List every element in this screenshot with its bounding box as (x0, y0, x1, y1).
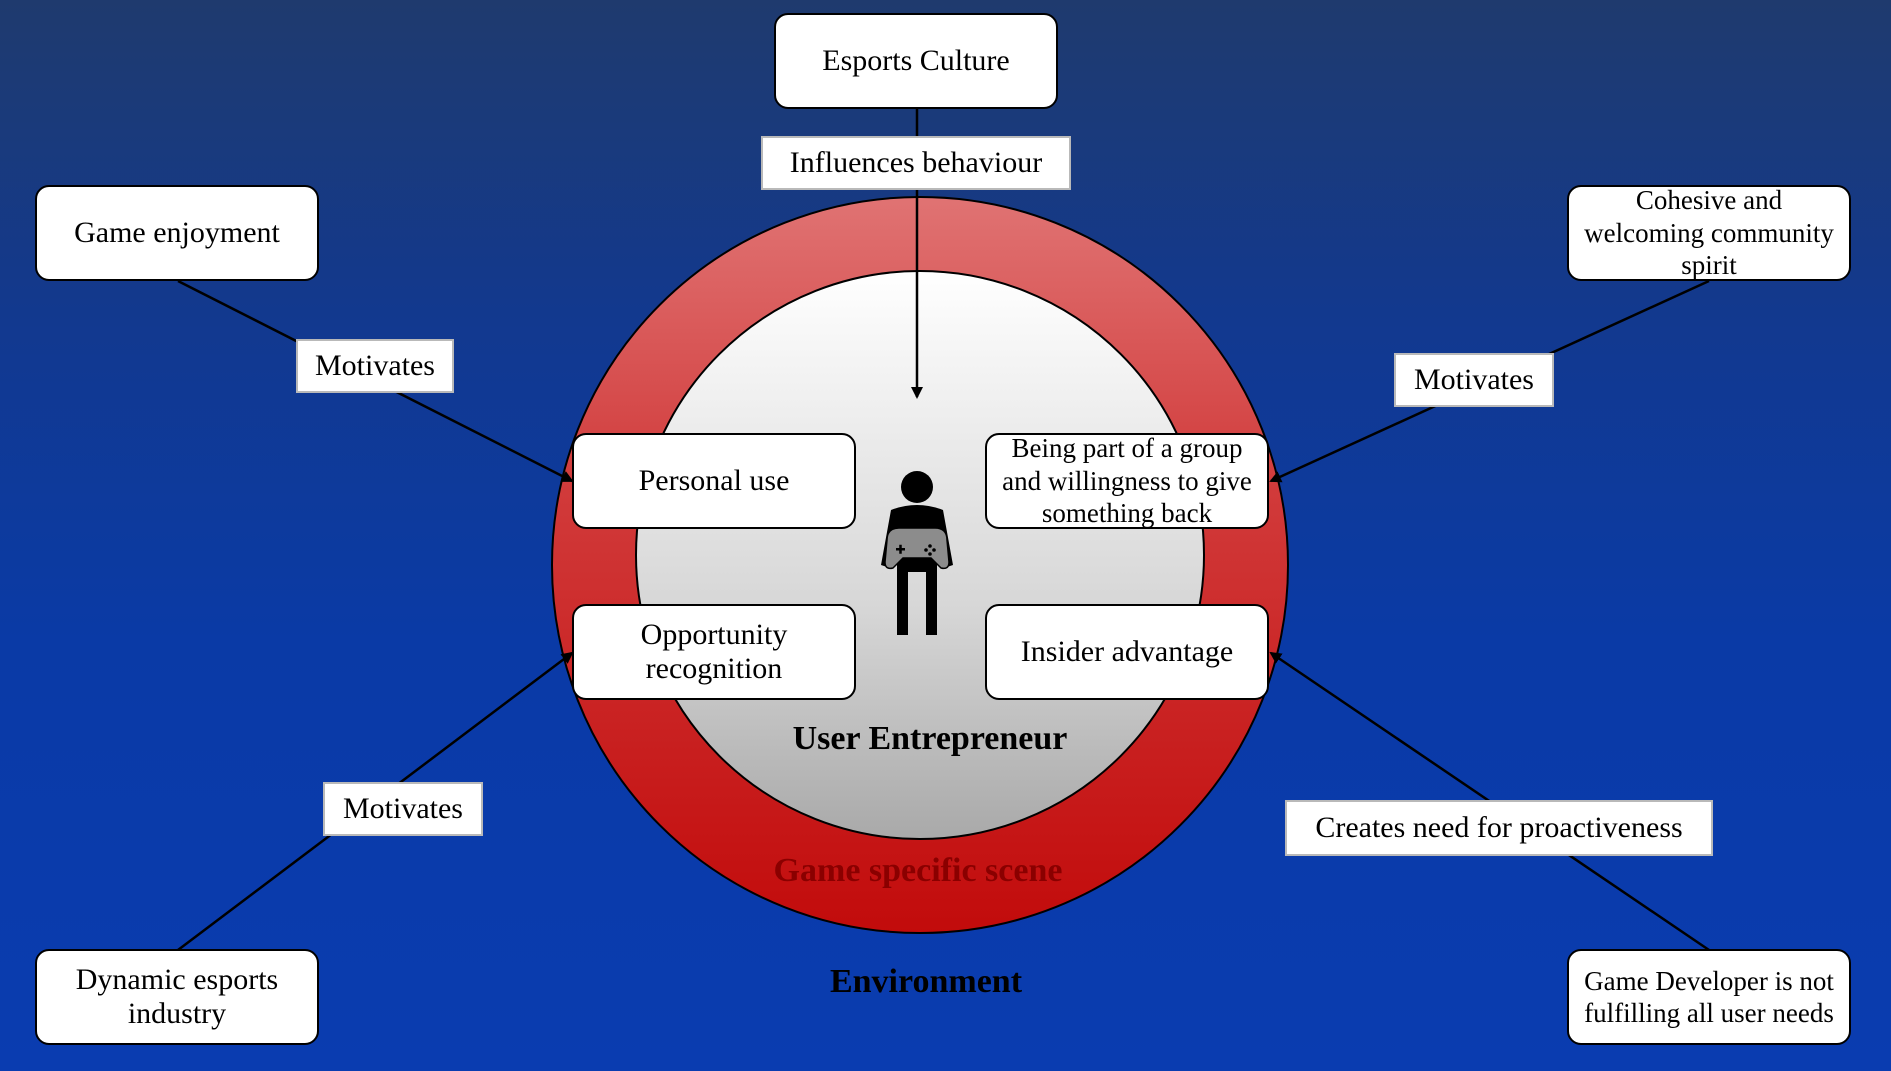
title-user-entrepreneur: User Entrepreneur (792, 720, 1068, 757)
title-game-specific-scene: Game specific scene (773, 852, 1063, 889)
node-community-spirit: Cohesive and welcoming community spirit (1567, 185, 1851, 281)
edge-label-motivates-top-right: Motivates (1394, 353, 1554, 407)
edge-label-motivates-top-left: Motivates (296, 339, 454, 393)
node-insider-advantage: Insider advantage (985, 604, 1269, 700)
edge-label-motivates-bottom-left: Motivates (323, 782, 483, 836)
edge-label-influences-behaviour: Influences behaviour (761, 136, 1071, 190)
node-personal-use: Personal use (572, 433, 856, 529)
node-opportunity-recognition: Opportunity recognition (572, 604, 856, 700)
node-esports-culture: Esports Culture (774, 13, 1058, 109)
title-environment: Environment (829, 963, 1023, 1000)
node-game-enjoyment: Game enjoyment (35, 185, 319, 281)
gamer-person-icon (881, 471, 953, 635)
node-dynamic-esports-industry: Dynamic esports industry (35, 949, 319, 1045)
edge-label-creates-need: Creates need for proactiveness (1285, 800, 1713, 856)
node-game-developer: Game Developer is not fulfilling all use… (1567, 949, 1851, 1045)
node-being-part-of-group: Being part of a group and willingness to… (985, 433, 1269, 529)
